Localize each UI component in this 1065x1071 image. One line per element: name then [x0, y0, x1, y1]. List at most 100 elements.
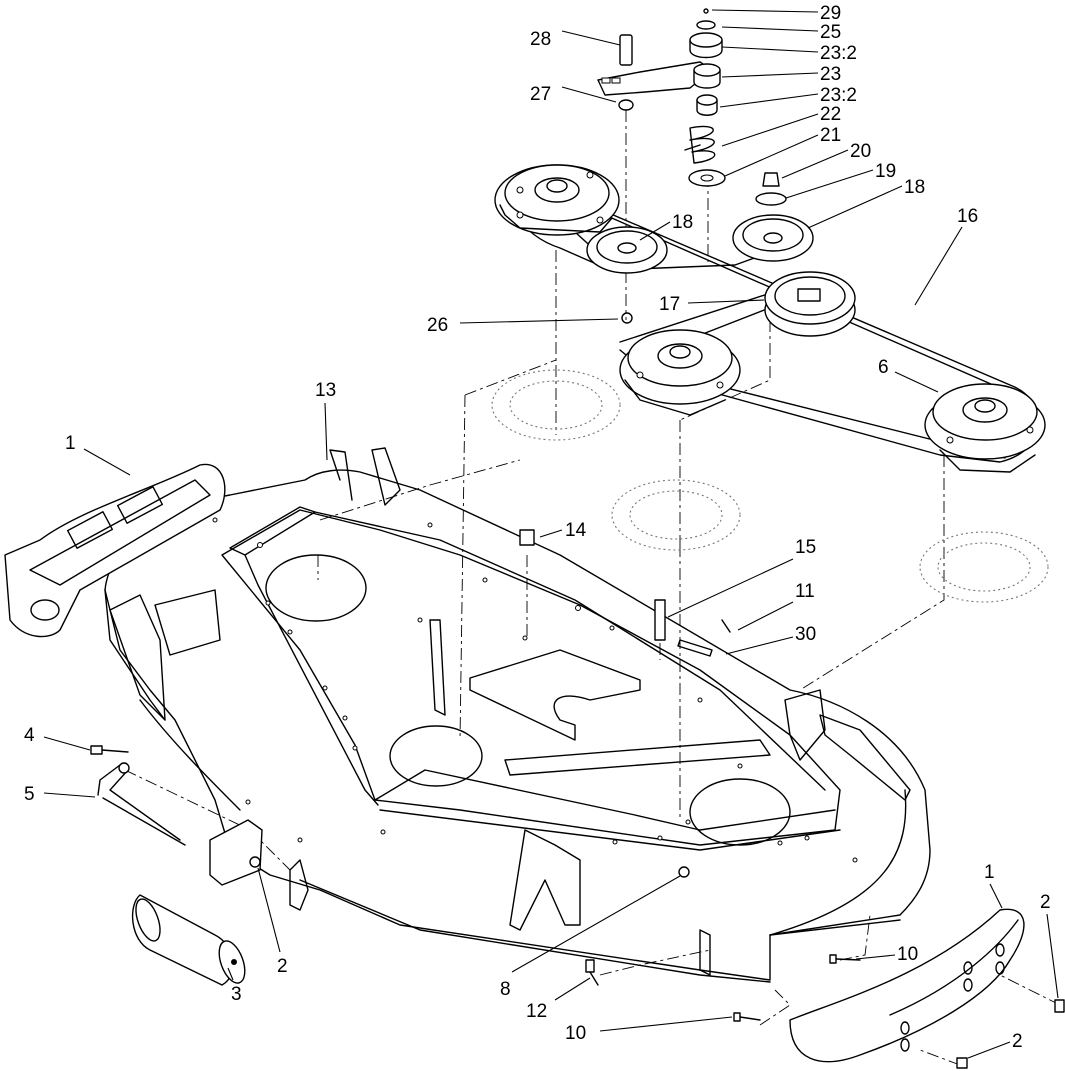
leader-line [257, 867, 281, 953]
leader-line [561, 30, 621, 46]
leader-line [721, 46, 819, 53]
callout-label: 25 [820, 22, 841, 43]
callout-c8: 8 [500, 875, 681, 1000]
callout-c6: 6 [878, 357, 939, 393]
callout-label: 13 [315, 380, 336, 401]
callout-c19: 19 [785, 161, 896, 199]
callout-label: 17 [659, 294, 680, 315]
callout-label: 19 [875, 161, 896, 182]
leader-line [711, 9, 819, 13]
callout-label: 1 [984, 862, 995, 883]
callout-label: 23 [820, 64, 841, 85]
leader-line [737, 601, 794, 631]
mower-deck [104, 447, 931, 983]
callout-c10a: 10 [855, 944, 918, 965]
callout-c25: 25 [721, 22, 841, 43]
left-bumper [4, 463, 226, 638]
callout-c17: 17 [659, 294, 765, 315]
leader-line [967, 1041, 1011, 1059]
callout-label: 2 [1040, 892, 1051, 913]
callout-label: 10 [897, 944, 918, 965]
callout-c5: 5 [24, 784, 96, 805]
leader-line [511, 875, 681, 973]
leader-line [324, 402, 328, 461]
callout-label: 18 [672, 212, 693, 233]
callout-c23-2a: 23:2 [721, 43, 857, 64]
callout-label: 10 [565, 1023, 586, 1044]
callout-label: 16 [957, 206, 978, 227]
gaskets [491, 369, 1049, 603]
callout-c22: 22 [721, 104, 841, 147]
callout-c21: 21 [724, 125, 841, 177]
spindle-pulley-center [619, 329, 741, 416]
callout-c1b: 1 [984, 862, 1003, 909]
callout-c1a: 1 [65, 433, 131, 476]
right-bumper [789, 908, 1025, 1063]
leader-line [687, 299, 765, 304]
callout-c2a: 2 [257, 867, 288, 977]
callout-c18b: 18 [639, 212, 693, 241]
spindle-pulley-left [494, 164, 620, 236]
leader-line [43, 736, 91, 751]
leader-line [539, 529, 563, 538]
leader-line [721, 72, 819, 78]
callout-label: 4 [24, 725, 35, 746]
callout-c23-2b: 23:2 [719, 85, 857, 108]
callout-c30: 30 [725, 624, 816, 655]
leader-line [724, 134, 819, 177]
leader-line [721, 26, 819, 32]
leader-line [561, 86, 617, 103]
callout-c3: 3 [227, 967, 242, 1005]
idler-pulley-18a [586, 226, 668, 274]
callout-c2b: 2 [1040, 892, 1059, 999]
callout-label: 5 [24, 784, 35, 805]
callout-label: 21 [820, 125, 841, 146]
callout-label: 6 [878, 357, 889, 378]
leader-line [785, 169, 874, 199]
callout-label: 23:2 [820, 85, 857, 106]
leader-line [227, 967, 234, 981]
callout-c14: 14 [539, 520, 587, 541]
callout-label: 23:2 [820, 43, 857, 64]
callout-label: 27 [530, 84, 551, 105]
leader-line [1046, 913, 1059, 999]
double-pulley-17 [764, 271, 856, 337]
leader-line [554, 977, 591, 1001]
callout-label: 12 [526, 1001, 547, 1022]
leader-line [989, 883, 1003, 909]
callout-label: 29 [820, 3, 841, 24]
callout-c13: 13 [315, 380, 336, 461]
leader-line [855, 954, 896, 960]
leader-line [807, 185, 903, 229]
callout-label: 2 [277, 956, 288, 977]
callout-c4: 4 [24, 725, 91, 751]
callout-label: 1 [65, 433, 76, 454]
callout-label: 11 [795, 581, 815, 602]
callout-label: 20 [850, 141, 871, 162]
callout-label: 15 [795, 537, 816, 558]
leader-line [43, 792, 96, 798]
roller-bracket [209, 819, 309, 911]
leader-line [725, 636, 794, 655]
rod-5 [97, 764, 186, 846]
callout-c29: 29 [711, 3, 841, 24]
leader-line [914, 226, 963, 306]
callout-c10b: 10 [565, 1016, 733, 1044]
callout-label: 8 [500, 979, 511, 1000]
callout-c20: 20 [781, 141, 871, 179]
leader-line [83, 448, 131, 476]
callout-label: 3 [231, 984, 242, 1005]
leader-line [599, 1016, 733, 1032]
leader-line [781, 149, 849, 179]
callout-c23: 23 [721, 64, 841, 85]
callout-label: 28 [530, 29, 551, 50]
callout-label: 18 [904, 177, 925, 198]
callout-c16: 16 [914, 206, 978, 306]
leader-line [459, 318, 619, 324]
callout-c18a: 18 [807, 177, 925, 229]
leader-line [719, 93, 819, 108]
callout-c2c: 2 [967, 1031, 1023, 1059]
callout-c28: 28 [530, 29, 621, 50]
callout-label: 14 [565, 520, 587, 541]
